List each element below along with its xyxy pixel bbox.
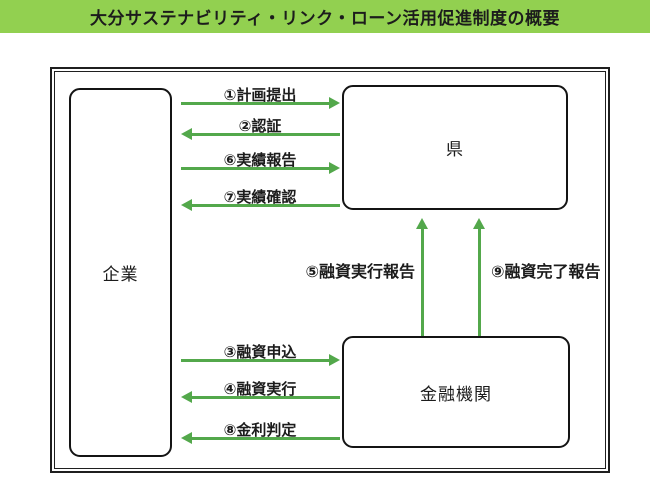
node-company-label: 企業	[102, 265, 139, 284]
diagram-frame-inner-line	[54, 71, 606, 469]
arrow-loan-execution	[181, 391, 340, 403]
label-performance-confirmation: ⑦実績確認	[223, 189, 297, 206]
diagram-frame	[50, 67, 610, 473]
label-loan-application: ③融資申込	[223, 344, 297, 361]
label-loan-completion-report: ⑨融資完了報告	[491, 264, 601, 281]
arrow-performance-confirmation	[181, 199, 340, 211]
arrow-interest-rate-determination	[181, 432, 340, 444]
node-financial-institution-label: 金融機関	[420, 384, 492, 404]
title-bar: 大分サステナビリティ・リンク・ローン活用促進制度の概要	[0, 0, 650, 33]
label-loan-execution: ④融資実行	[223, 381, 297, 398]
node-prefecture: 県	[342, 85, 568, 210]
arrow-loan-execution-report	[416, 218, 428, 336]
arrow-loan-completion-report	[473, 218, 485, 336]
label-interest-rate-determination: ⑧金利判定	[223, 422, 297, 439]
page-title: 大分サステナビリティ・リンク・ローン活用促進制度の概要	[90, 9, 560, 28]
node-company: 企業	[69, 88, 172, 457]
label-certification: ②認証	[238, 118, 282, 135]
arrow-certification	[181, 128, 340, 140]
node-prefecture-label: 県	[446, 140, 464, 159]
arrow-performance-report	[181, 162, 340, 174]
arrow-loan-application	[181, 354, 340, 366]
label-loan-execution-report: ⑤融資実行報告	[305, 264, 415, 281]
node-financial-institution: 金融機関	[342, 336, 570, 448]
arrow-plan-submission	[181, 97, 340, 109]
label-performance-report: ⑥実績報告	[223, 152, 297, 169]
label-plan-submission: ①計画提出	[223, 87, 297, 104]
